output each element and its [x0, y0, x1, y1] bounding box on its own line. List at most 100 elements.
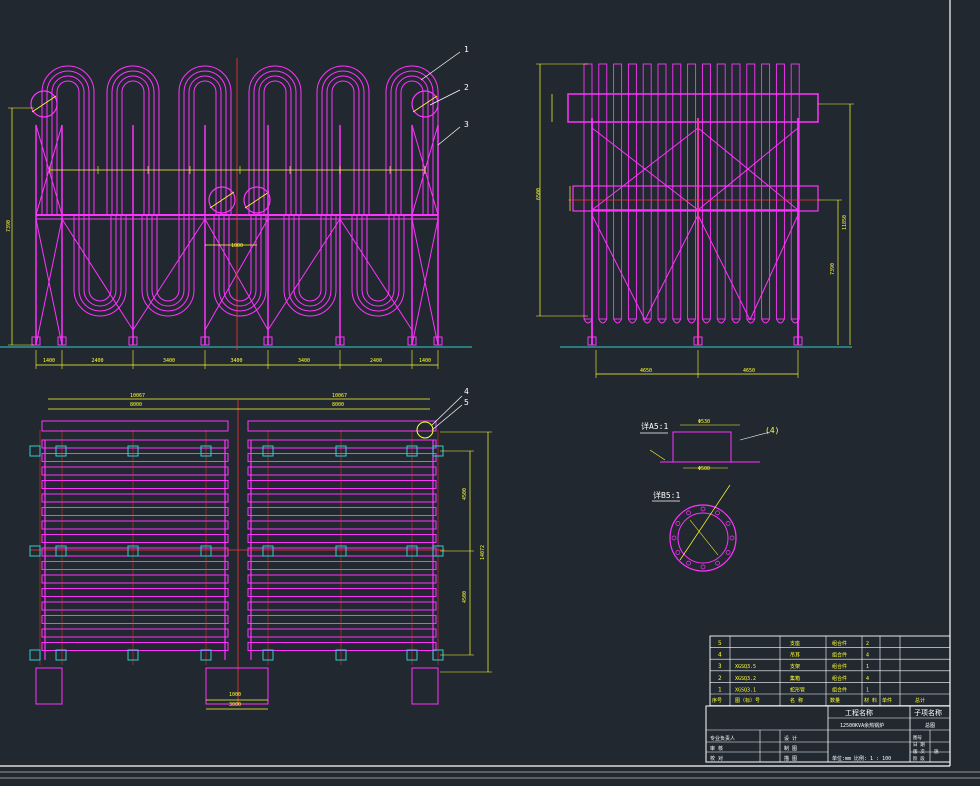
header-drum [30, 90, 58, 118]
side-brace [697, 214, 751, 321]
title-meta-label: 阶 段 [913, 755, 925, 762]
support-brace [339, 218, 413, 331]
anchor-bolt [55, 649, 67, 661]
plan-tube-row [247, 453, 437, 462]
vertical-tube [672, 63, 682, 320]
anchor-bolt [406, 649, 418, 661]
front-bottom-dim-text: 3400 [231, 358, 243, 364]
callout-leader-4 [431, 395, 463, 426]
part-material: 组合件 [832, 675, 847, 682]
serpentine-bottom-loop [83, 215, 117, 307]
support-brace [61, 218, 134, 331]
vertical-tube [701, 63, 711, 320]
detail-b-bolt-hole [675, 521, 681, 526]
plan-tube-row [41, 601, 229, 611]
column-base [263, 336, 273, 346]
plan-tube-row [41, 493, 229, 503]
vertical-tube [627, 63, 637, 320]
tube-bend [598, 318, 608, 324]
plan-tube-row [247, 493, 437, 503]
tube-bend [657, 318, 667, 324]
part-name: 集箱 [790, 675, 800, 682]
support-brace [132, 218, 206, 331]
callout-5: 5 [464, 398, 469, 407]
plan-tube-row [247, 507, 437, 516]
front-center-dim: 1000 [231, 243, 243, 249]
tube-bend [627, 318, 637, 324]
part-count: 4 [866, 653, 869, 659]
serpentine-top-loop [46, 70, 90, 215]
tube-bend [672, 318, 682, 324]
callout-leader-3 [437, 126, 461, 146]
serpentine-top-loop [316, 65, 370, 215]
plan-leg [35, 667, 63, 705]
part-code: XGSQ3.5 [735, 664, 756, 670]
tube-bend [775, 318, 785, 324]
anchor-bolt [406, 445, 418, 457]
top-header-box [567, 93, 819, 123]
part-no: 3 [718, 663, 722, 670]
detail-marker-circle [416, 421, 434, 439]
serpentine-top-loop [400, 80, 424, 215]
serpentine-bottom-loop [283, 215, 337, 317]
callout-leader-2 [429, 89, 461, 106]
title-unit-scale: 单位:mm 比例: 1 : 100 [832, 755, 891, 762]
side-brace [644, 214, 699, 321]
plan-tube-row [41, 466, 229, 476]
tube-bend [701, 318, 711, 324]
plan-tube-row [41, 615, 229, 624]
column-base [200, 336, 210, 346]
plan-top-dim-4: 8000 [332, 402, 344, 408]
serpentine-bottom-loop [151, 215, 185, 307]
anchor-bolt [127, 649, 139, 661]
vertical-tube [613, 63, 623, 320]
plan-tube-row [247, 628, 437, 638]
title-drawing-type: 总图 [925, 722, 935, 729]
header-dim-leader [209, 191, 235, 209]
serpentine-bottom-loop [361, 215, 395, 307]
header-drum [243, 186, 271, 214]
detail-b-bolt-hole [725, 521, 731, 526]
part-material: 组合件 [832, 652, 847, 659]
part-no: 1 [718, 686, 722, 693]
part-material: 组合件 [832, 663, 847, 670]
plan-tube-row [41, 588, 229, 597]
header-dim-leader [244, 191, 270, 209]
vertical-tube [731, 63, 741, 320]
side-right-dim-1: 11850 [842, 215, 848, 230]
part-count: 1 [866, 687, 869, 693]
parts-table-header: 数量 [830, 697, 840, 704]
serpentine-bottom-loop [228, 215, 252, 302]
part-material: 组合件 [832, 686, 847, 693]
part-name: 吊耳 [790, 653, 800, 659]
vertical-tube [761, 63, 771, 320]
anchor-bolt [406, 545, 418, 557]
part-count: 4 [866, 676, 869, 682]
part-callouts: 1 2 3 4 5 [464, 45, 469, 407]
parts-table-header: 总计 [915, 697, 925, 704]
part-name: 支座 [790, 640, 800, 647]
title-role-right: 设 计 [784, 735, 797, 742]
serpentine-bottom-loop [293, 215, 327, 307]
support-brace [267, 218, 341, 331]
plan-tube-row [41, 642, 229, 651]
anchor-bolt [29, 649, 41, 661]
anchor-bolt [335, 649, 347, 661]
vertical-tube [583, 63, 593, 320]
serpentine-bottom-loop [141, 215, 195, 317]
part-no: 2 [718, 675, 722, 682]
detail-ref-callout: (4) [765, 426, 779, 435]
detail-a-top-dim: Φ530 [698, 419, 710, 425]
callout-leader-1 [420, 51, 461, 81]
title-meta-label: 图号 [913, 735, 922, 741]
callout-leader-5 [431, 404, 463, 431]
parts-table-header: 单件 [882, 697, 892, 704]
plan-bottom-dim-1: 1000 [229, 692, 241, 698]
anchor-bolt [335, 545, 347, 557]
serpentine-top-loop [331, 80, 355, 215]
tube-bend [746, 318, 756, 324]
